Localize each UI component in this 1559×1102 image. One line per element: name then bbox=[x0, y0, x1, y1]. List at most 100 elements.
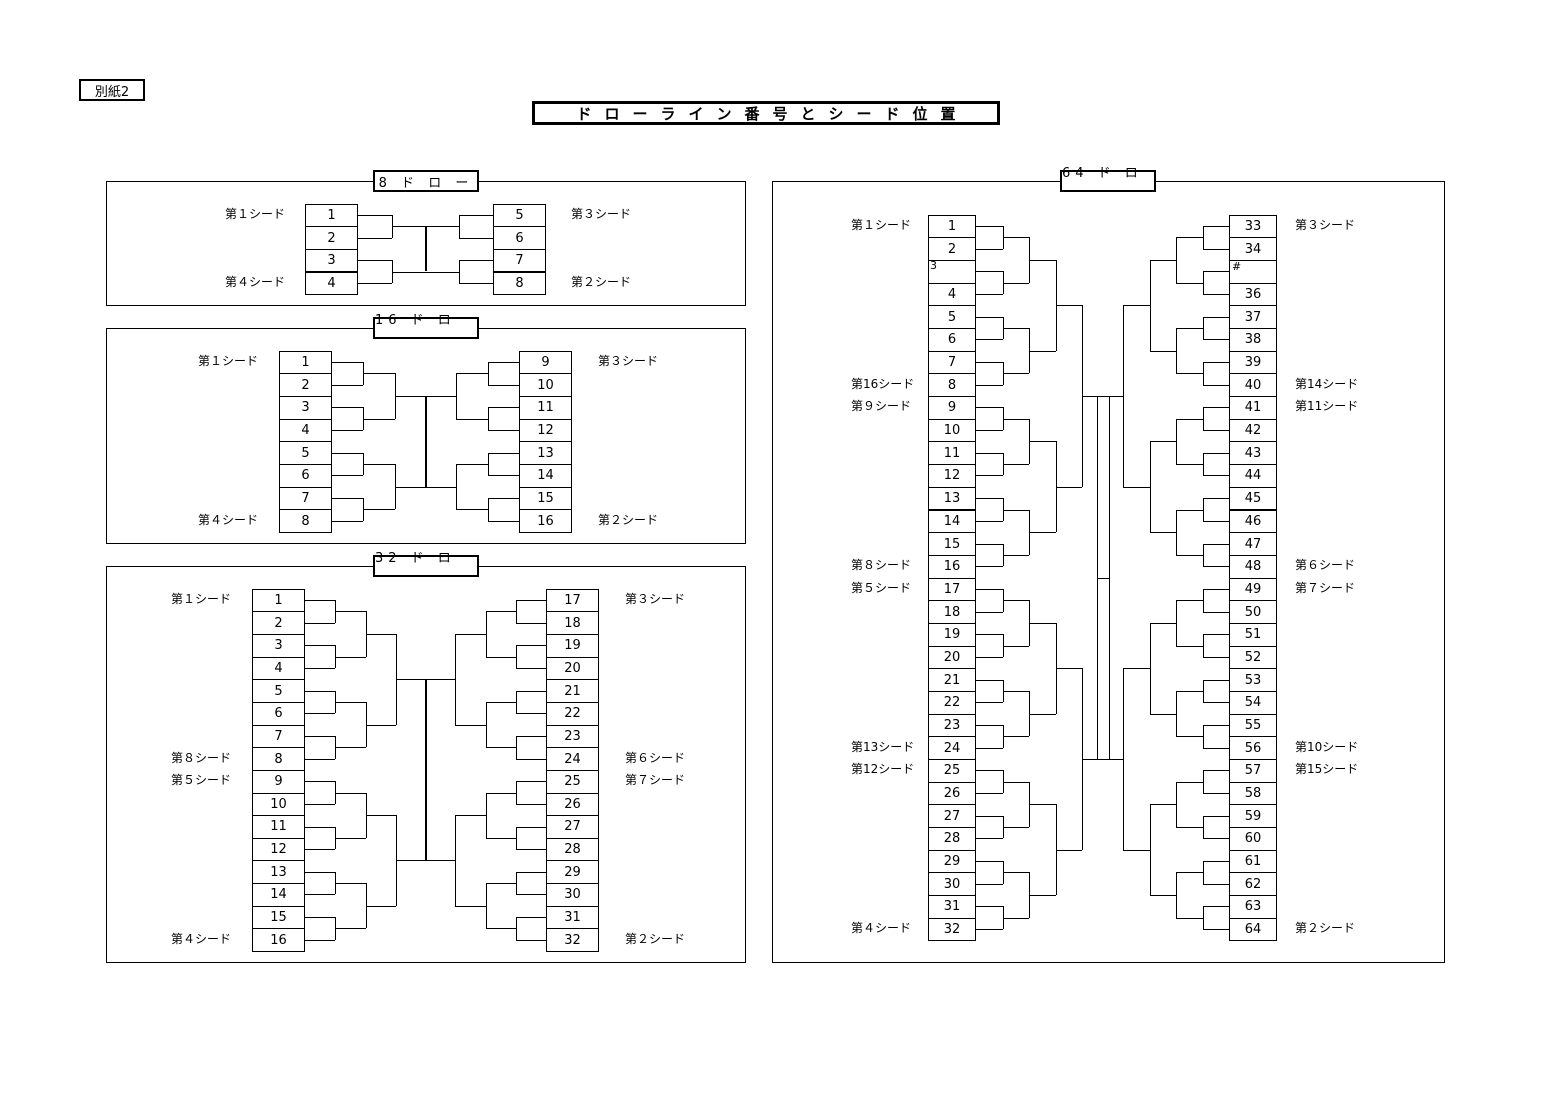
bracket-line bbox=[305, 894, 336, 896]
bracket-line bbox=[455, 724, 486, 726]
draw-line-24: 24 bbox=[928, 736, 976, 760]
bracket-line bbox=[305, 803, 336, 805]
bracket-line bbox=[515, 803, 546, 805]
bracket-line bbox=[1202, 634, 1229, 636]
bracket-line bbox=[1176, 736, 1203, 738]
bracket-line bbox=[305, 645, 336, 647]
draw-line-7: 7 bbox=[493, 248, 546, 273]
seed-label: 第３シード bbox=[598, 354, 659, 368]
draw-line-46: 46 bbox=[1229, 509, 1277, 534]
bracket-line bbox=[335, 656, 366, 658]
seed-label: 第11シード bbox=[1295, 399, 1359, 414]
bracket-line bbox=[1082, 396, 1109, 398]
draw-line-40: 40 bbox=[1229, 373, 1277, 398]
seed-label: 第７シード bbox=[1295, 580, 1356, 595]
bracket-line bbox=[1176, 600, 1177, 646]
bracket-line bbox=[1202, 770, 1229, 772]
bracket-line bbox=[358, 237, 392, 239]
bracket-line bbox=[1149, 441, 1176, 443]
bracket-line bbox=[335, 837, 366, 839]
bracket-line bbox=[1029, 418, 1030, 465]
bracket-line bbox=[335, 701, 366, 703]
bracket-line bbox=[487, 452, 489, 476]
bracket-line bbox=[515, 871, 546, 873]
seed-label: 第２シード bbox=[1295, 921, 1356, 936]
bracket-line bbox=[1002, 464, 1029, 466]
bracket-line bbox=[305, 690, 336, 692]
bracket-line bbox=[1176, 600, 1203, 602]
bracket-line bbox=[426, 226, 427, 272]
bracket-line bbox=[1202, 294, 1229, 296]
draw-line-29: 29 bbox=[546, 860, 599, 885]
draw-line-10: 10 bbox=[928, 418, 976, 443]
bracket-line bbox=[1176, 690, 1203, 692]
bracket-line bbox=[1002, 543, 1004, 567]
bracket-line bbox=[305, 826, 336, 828]
bracket-line bbox=[305, 781, 336, 783]
seed-label: 第１シード bbox=[198, 354, 259, 368]
bracket-line bbox=[1176, 917, 1203, 919]
bracket-line bbox=[1096, 396, 1123, 398]
bracket-line bbox=[1202, 611, 1229, 613]
draw-line-2: 2 bbox=[305, 226, 358, 250]
draw-line-11: 11 bbox=[252, 815, 305, 839]
bracket-line bbox=[1202, 226, 1229, 227]
seed-label: 第８シード bbox=[171, 750, 232, 765]
line-3-overflow-text: 3 bbox=[930, 259, 937, 273]
bracket-line bbox=[515, 713, 546, 715]
bracket-line bbox=[1202, 271, 1204, 295]
bracket-line bbox=[976, 770, 1003, 772]
bracket-line bbox=[425, 395, 457, 397]
draw-line-58: 58 bbox=[1229, 781, 1277, 806]
bracket-line bbox=[487, 452, 519, 454]
bracket-line bbox=[1149, 622, 1151, 714]
bracket-line bbox=[1176, 827, 1203, 829]
bracket-line bbox=[976, 452, 1003, 454]
bracket-line bbox=[1149, 260, 1176, 262]
draw-line-50: 50 bbox=[1229, 600, 1277, 624]
draw-line-64: 64 bbox=[1229, 917, 1277, 942]
bracket-line bbox=[1055, 849, 1082, 851]
bracket-line bbox=[1202, 929, 1229, 931]
draw-line-48: 48 bbox=[1229, 554, 1277, 579]
seed-label: 第１シード bbox=[225, 207, 286, 221]
bracket-line bbox=[1202, 861, 1204, 884]
bracket-line bbox=[1202, 543, 1204, 567]
draw-line-54: 54 bbox=[1229, 690, 1277, 715]
seed-label: 第３シード bbox=[571, 207, 632, 221]
bracket-line bbox=[976, 271, 1003, 273]
bracket-line bbox=[332, 384, 364, 386]
bracket-line bbox=[487, 362, 489, 385]
bracket-line bbox=[426, 679, 427, 861]
bracket-line bbox=[455, 815, 457, 906]
bracket-line bbox=[976, 339, 1003, 341]
bracket-line bbox=[1202, 634, 1204, 657]
bracket-line bbox=[1202, 679, 1229, 681]
bracket-line bbox=[425, 226, 459, 228]
bracket-line bbox=[1202, 362, 1204, 385]
bracket-line bbox=[976, 634, 1003, 636]
draw-line-8: 8 bbox=[279, 509, 332, 533]
draw-line-14: 14 bbox=[928, 509, 976, 534]
bracket-line bbox=[1002, 418, 1029, 420]
bracket-line bbox=[515, 600, 546, 601]
bracket-line bbox=[515, 645, 517, 668]
bracket-line bbox=[1108, 396, 1110, 759]
bracket-line bbox=[1002, 588, 1004, 612]
bracket-line bbox=[1029, 260, 1056, 262]
bracket-line bbox=[1176, 509, 1177, 555]
draw-line-9: 9 bbox=[252, 769, 305, 794]
bracket-line bbox=[332, 497, 364, 499]
draw-line-13: 13 bbox=[252, 860, 305, 885]
draw-line-52: 52 bbox=[1229, 645, 1277, 670]
seed-label: 第14シード bbox=[1295, 376, 1359, 391]
bracket-line bbox=[335, 792, 366, 794]
bracket-line bbox=[363, 463, 395, 465]
bracket-line bbox=[1002, 282, 1029, 284]
draw-line-25: 25 bbox=[928, 758, 976, 783]
bracket-line bbox=[335, 928, 366, 930]
draw-line-16: 16 bbox=[928, 554, 976, 579]
draw-line-29: 29 bbox=[928, 849, 976, 874]
bracket-line bbox=[335, 611, 366, 613]
bracket-line bbox=[1202, 588, 1229, 590]
